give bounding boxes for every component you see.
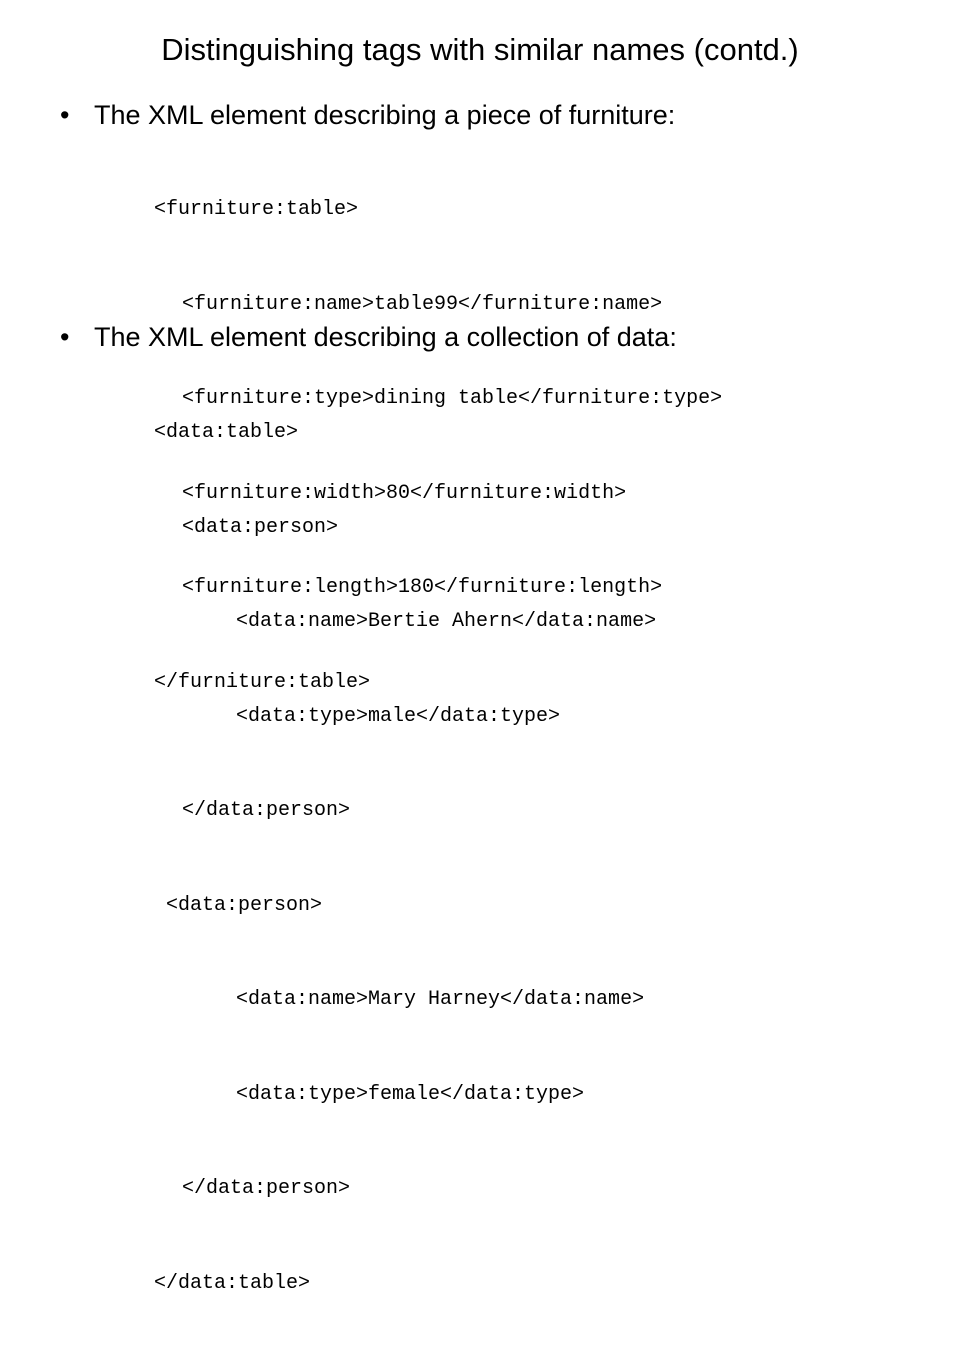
code-line: <data:type>male</data:type> xyxy=(236,704,561,728)
code-line: <data:table> xyxy=(154,421,299,444)
bullet-text: The XML element describing a collection … xyxy=(94,322,677,352)
code-line: <data:name>Bertie Ahern</data:name> xyxy=(236,610,657,633)
code-block-furniture: <furniture:table> <furniture:name>table9… xyxy=(0,131,722,761)
code-line: <data:person> xyxy=(166,893,323,917)
code-line: </furniture:table> xyxy=(154,670,371,694)
bullet-marker: • xyxy=(60,322,70,352)
code-line: <furniture:table> xyxy=(154,198,359,221)
code-block-data: <data:table> <data:person> <data:name>Be… xyxy=(0,354,656,1362)
code-line: <data:name>Mary Harney</data:name> xyxy=(236,988,645,1011)
code-line: <data:type>female</data:type> xyxy=(236,1082,585,1106)
bullet-furniture: • The XML element describing a piece of f… xyxy=(60,98,675,132)
code-line: <data:person> xyxy=(182,515,339,539)
bullet-text: The XML element describing a piece of fu… xyxy=(94,100,676,130)
code-line: <furniture:type>dining table</furniture:… xyxy=(182,387,723,410)
bullet-data: • The XML element describing a collection… xyxy=(60,320,677,354)
code-line: <furniture:length>180</furniture:length> xyxy=(182,576,663,599)
code-line: </data:person> xyxy=(182,799,351,822)
bullet-marker: • xyxy=(60,100,70,130)
slide: Distinguishing tags with similar names (… xyxy=(60,32,799,1295)
slide-title: Distinguishing tags with similar names (… xyxy=(161,32,799,67)
code-line: </data:table> xyxy=(154,1271,311,1295)
code-line: </data:person> xyxy=(182,1177,351,1200)
code-line: <furniture:width>80</furniture:width> xyxy=(182,481,627,505)
code-line: <furniture:name>table99</furniture:name> xyxy=(182,292,663,316)
